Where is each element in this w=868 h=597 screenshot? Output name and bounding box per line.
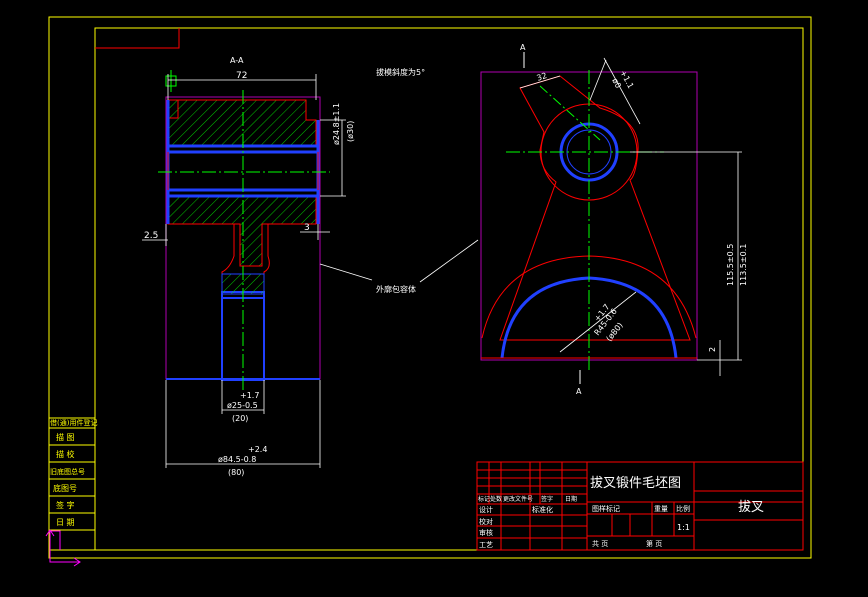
section-marker-top: A [520,43,526,52]
section-marker-bottom: A [576,387,582,396]
rev-header-4: 签字 [541,495,553,503]
dim-height-2: 113.5±0.1 [739,244,748,286]
dim-left-offset: 2.5 [144,231,158,241]
leader-blank-right [419,239,479,283]
side-table-accent [49,530,61,550]
dim-right-offset: 3 [304,223,310,233]
side-row-4: 底图号 [53,483,77,493]
dim-height-1: 115.5±0.5 [726,244,735,286]
section-label: A-A [230,56,244,65]
hatched-lower-flange [167,195,317,267]
dim-flange-dia: ø24.8±1.1 [332,103,341,145]
leader-blank-left [319,263,373,281]
drawing-title: 拔叉锻件毛坯图 [590,476,681,491]
note-draft-angle: 拔模斜度为5° [376,67,425,77]
dim-flange-dia-ref: (ø30) [346,121,355,142]
sign-row-check: 校对 [479,517,493,526]
sign-row-review: 审核 [479,528,493,537]
dim-view-top-width: 32 [536,71,548,83]
hatched-upper-flange [167,99,317,147]
scale-label: 比例 [676,504,690,513]
stem-outline [221,224,270,380]
side-row-6: 日 期 [56,518,75,527]
dim-base-dia: ø84.5-0.8 [218,455,256,464]
rev-header-5: 日期 [565,495,577,503]
dim-stem-ref: (20) [232,414,248,423]
ucs-icon [49,530,80,563]
section-view [142,70,346,468]
dim-base-tol: +2.4 [248,445,267,454]
dim-stem-tol: +1.7 [240,391,259,400]
rev-header-3: 更改文件号 [503,495,533,503]
part-name: 拔叉 [738,500,764,515]
dim-bottom-offset: 2 [708,347,717,352]
sheet-number: 第 页 [646,539,662,548]
sign-row-process: 工艺 [479,541,493,549]
side-row-3: 旧底图总号 [50,467,85,476]
dim-base-ref: (80) [228,468,244,477]
inner-frame [94,27,804,551]
sheet-total: 共 页 [592,539,608,548]
side-row-5: 签 字 [56,500,75,510]
front-view [480,52,742,384]
rev-header-1: 标记 [478,495,490,503]
sign-row-design: 设计 [479,505,493,514]
note-blank-envelope: 外廓包容体 [376,284,416,294]
side-row-2: 描 校 [56,449,75,459]
code-box [95,28,180,49]
rev-header-2: 处数 [490,495,502,503]
outer-frame [48,16,812,559]
side-table-header: 借(通)用件登记 [50,418,97,427]
scale-value: 1:1 [677,523,690,532]
weight-label: 重量 [654,505,668,513]
title-block [476,461,804,551]
dim-top-width: 72 [236,71,247,81]
dim-stem-dia: ø25-0.5 [227,401,258,410]
stage-label: 图样标记 [592,504,620,513]
side-row-1: 描 图 [56,432,75,442]
dim-hub-dia: ø0 [610,77,623,90]
side-table [48,417,96,551]
standardization-label: 标准化 [532,505,553,514]
